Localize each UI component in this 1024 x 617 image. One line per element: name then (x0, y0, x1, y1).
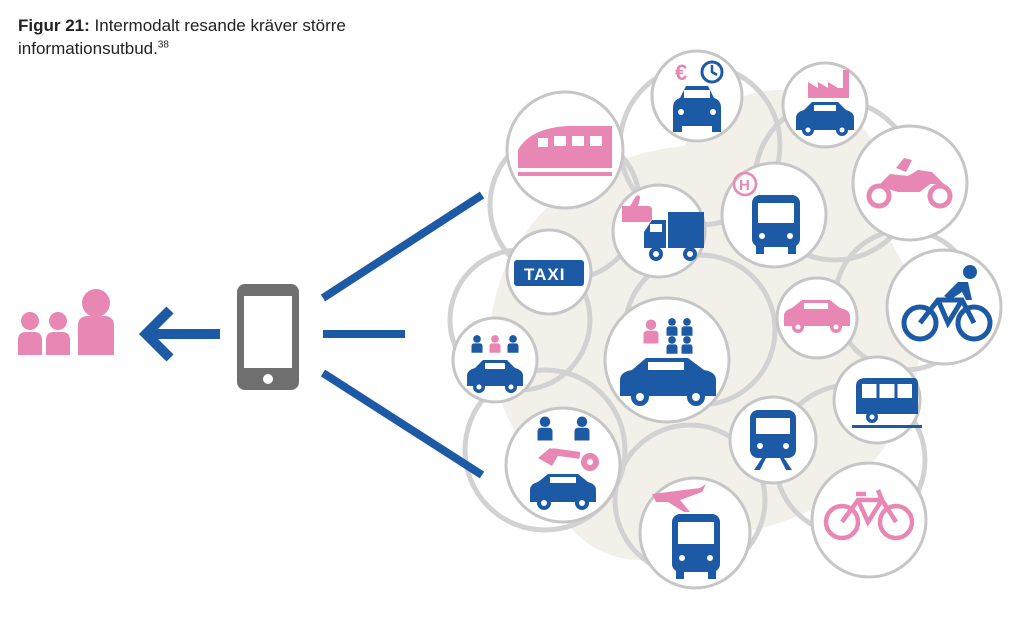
bicycle-rider-icon (901, 265, 993, 342)
figure-caption: Figur 21: Intermodalt resande kräver stö… (18, 14, 478, 60)
caption-text-line1: Intermodalt resande kräver större (94, 16, 346, 35)
figure-label: Figur 21: (18, 16, 90, 35)
taxi-icon: TAXI (514, 260, 584, 286)
caption-text-line2: informationsutbud. (18, 39, 158, 58)
clock-icon (700, 60, 724, 84)
people-group-icon (18, 289, 114, 355)
smartphone-icon (237, 284, 299, 390)
connection-lines (320, 191, 485, 479)
carpool-icon (467, 335, 523, 393)
airport-bus-icon (652, 484, 720, 579)
hospital-bus-icon: H (732, 171, 800, 254)
train-icon (518, 126, 612, 176)
taxi-label: TAXI (524, 265, 565, 284)
bicycle-icon (823, 489, 915, 541)
arrow-left-icon (138, 306, 220, 362)
euro-icon: € (675, 60, 687, 85)
shared-car-passengers-icon (620, 318, 716, 406)
delivery-truck-icon (622, 195, 704, 261)
car-factory-icon (796, 70, 854, 136)
carsharing-key-icon (530, 416, 599, 510)
commuter-train-icon (750, 410, 796, 470)
key-icon (538, 448, 599, 471)
car-price-time-icon: € (673, 60, 724, 132)
footnote-ref: 38 (157, 39, 169, 51)
city-bus-icon (852, 378, 922, 428)
svg-text:H: H (739, 177, 750, 194)
motorcycle-icon (866, 158, 953, 209)
hospital-sign-icon: H (732, 171, 758, 197)
small-car-icon (784, 300, 850, 333)
thumbs-up-icon (622, 195, 652, 222)
airplane-icon (652, 484, 706, 512)
